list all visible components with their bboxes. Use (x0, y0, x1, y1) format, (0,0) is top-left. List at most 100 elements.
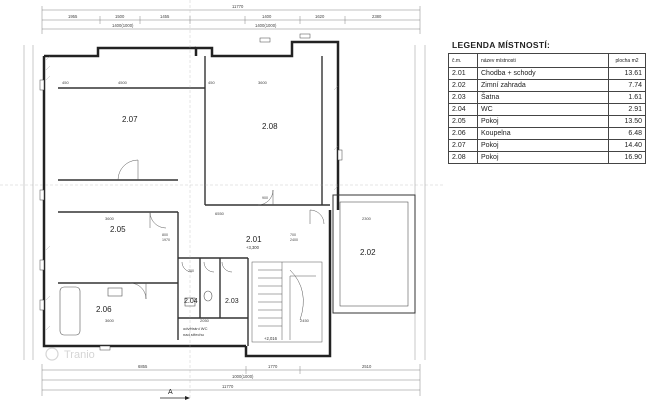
legend-cell-name: Chodba + schody (477, 67, 609, 80)
legend-cell-number: 2.06 (448, 127, 478, 140)
inner-dimension-texts: 4500 3600 3600 3600 6550 2050 2300 2450 … (62, 80, 372, 323)
room-label-2-05: 2.05 (110, 225, 126, 234)
dim-top-5: 1620 (315, 14, 325, 19)
dim-top-4: 1400 (262, 14, 272, 19)
legend-cell-number: 2.07 (448, 139, 478, 152)
section-marker-label: A (168, 389, 173, 396)
door-label-1: 800 (162, 233, 168, 237)
dim-inner-a: 4500 (118, 80, 128, 85)
level-mark-2: +2,016 (264, 336, 278, 341)
legend-cell-name: Koupelna (477, 127, 609, 140)
dim-top-sub-1: 1400(1000) (112, 23, 134, 28)
outer-walls (42, 40, 340, 358)
top-dimension-texts: 11770 1955 1500 1455 1400 1620 2380 1400… (68, 4, 382, 28)
watermark-text: Tranio (64, 349, 95, 361)
note-line-1: odvětrání WC (183, 326, 208, 331)
door-label-5: 900 (262, 196, 268, 200)
table-row: 2.01 Chodba + schody 13.61 (448, 67, 646, 80)
section-marker: A (160, 389, 190, 400)
legend-header-number: č.m. (448, 53, 478, 68)
table-row: 2.07 Pokoj 14.40 (448, 139, 646, 152)
table-row: 2.02 Zimní zahrada 7.74 (448, 79, 646, 92)
dim-bottom-2: 1770 (268, 364, 278, 369)
legend-cell-name: Pokoj (477, 139, 609, 152)
top-dimension-lines (41, 6, 421, 34)
legend-header-row: č.m. název místnosti plocha m2 (448, 53, 646, 68)
dim-inner-b: 3600 (258, 80, 268, 85)
door-label-3: 700 (290, 233, 296, 237)
legend-cell-area: 6.48 (608, 127, 646, 140)
legend-cell-number: 2.03 (448, 91, 478, 104)
room-label-2-08: 2.08 (262, 122, 278, 131)
dim-top-sub-2: 1400(1000) (255, 23, 277, 28)
legend-cell-name: Pokoj (477, 151, 609, 164)
legend-cell-area: 13.50 (608, 115, 646, 128)
dim-top-2: 1500 (115, 14, 125, 19)
dim-inner-c: 3600 (105, 216, 115, 221)
room-labels: 2.07 2.08 2.05 2.01 2.02 2.06 2.04 2.03 (96, 115, 376, 314)
door-label-6: 700 (188, 269, 194, 273)
legend-cell-area: 2.91 (608, 103, 646, 116)
door-swings (117, 159, 325, 300)
legend-cell-name: Šatna (477, 91, 609, 104)
dim-bottom-3: 2510 (362, 364, 372, 369)
door-label-4: 2400 (290, 238, 298, 242)
dim-bottom-sub: 1000(1000) (232, 374, 254, 379)
table-row: 2.05 Pokoj 13.50 (448, 115, 646, 128)
wall-hatching (45, 55, 339, 331)
room-label-2-03: 2.03 (225, 298, 239, 305)
room-label-2-07: 2.07 (122, 115, 138, 124)
table-row: 2.06 Koupelna 6.48 (448, 127, 646, 140)
legend-cell-area: 16.90 (608, 151, 646, 164)
legend-cell-number: 2.01 (448, 67, 478, 80)
bottom-dimension-texts: 6855 1770 2510 1000(1000) 11770 (138, 364, 372, 389)
dim-top-overall: 11770 (232, 4, 244, 9)
floor-plan: 11770 1955 1500 1455 1400 1620 2380 1400… (0, 0, 445, 400)
grid-axes (0, 0, 445, 400)
legend-cell-area: 7.74 (608, 79, 646, 92)
note-line-2: nad střechu (183, 332, 204, 337)
room-label-2-04: 2.04 (184, 298, 198, 305)
legend-table: č.m. název místnosti plocha m2 2.01 Chod… (448, 53, 646, 164)
level-marks: +3,300 +2,016 (246, 245, 278, 341)
dim-inner-e: 6550 (215, 211, 225, 216)
room-legend: LEGENDA MÍSTNOSTÍ: č.m. název místnosti … (448, 40, 646, 164)
watermark: Tranio (45, 347, 95, 361)
legend-header-area: plocha m2 (608, 53, 646, 68)
note: odvětrání WC nad střechu (183, 326, 208, 337)
room-label-2-01: 2.01 (246, 235, 262, 244)
windows (39, 33, 343, 351)
dim-inner-i: 450 (62, 80, 69, 85)
legend-cell-name: Pokoj (477, 115, 609, 128)
table-row: 2.08 Pokoj 16.90 (448, 151, 646, 164)
dim-top-6: 2380 (372, 14, 382, 19)
door-label-2: 1970 (162, 238, 170, 242)
dim-inner-j: 450 (208, 80, 215, 85)
legend-cell-name: Zimní zahrada (477, 79, 609, 92)
dim-inner-h: 2450 (300, 318, 310, 323)
table-row: 2.04 WC 2.91 (448, 103, 646, 116)
winter-garden-outline (332, 194, 416, 314)
dim-inner-d: 3600 (105, 318, 115, 323)
dim-inner-g: 2300 (362, 216, 372, 221)
legend-cell-area: 14.40 (608, 139, 646, 152)
legend-header-name: název místnosti (477, 53, 609, 68)
legend-cell-area: 13.61 (608, 67, 646, 80)
room-label-2-02: 2.02 (360, 248, 376, 257)
legend-cell-number: 2.02 (448, 79, 478, 92)
bottom-dimension-lines (41, 364, 421, 396)
door-labels: 800 1970 700 2400 900 700 (162, 196, 298, 273)
dim-top-1: 1955 (68, 14, 78, 19)
table-row: 2.03 Šatna 1.61 (448, 91, 646, 104)
room-label-2-06: 2.06 (96, 305, 112, 314)
dim-top-3: 1455 (160, 14, 170, 19)
inner-walls (58, 56, 330, 346)
legend-cell-number: 2.04 (448, 103, 478, 116)
legend-cell-number: 2.08 (448, 151, 478, 164)
legend-title: LEGENDA MÍSTNOSTÍ: (452, 40, 551, 50)
dim-inner-f: 2050 (200, 318, 210, 323)
legend-cell-number: 2.05 (448, 115, 478, 128)
staircase (251, 261, 323, 343)
dim-bottom-1: 6855 (138, 364, 148, 369)
dim-bottom-overall: 11770 (222, 384, 234, 389)
